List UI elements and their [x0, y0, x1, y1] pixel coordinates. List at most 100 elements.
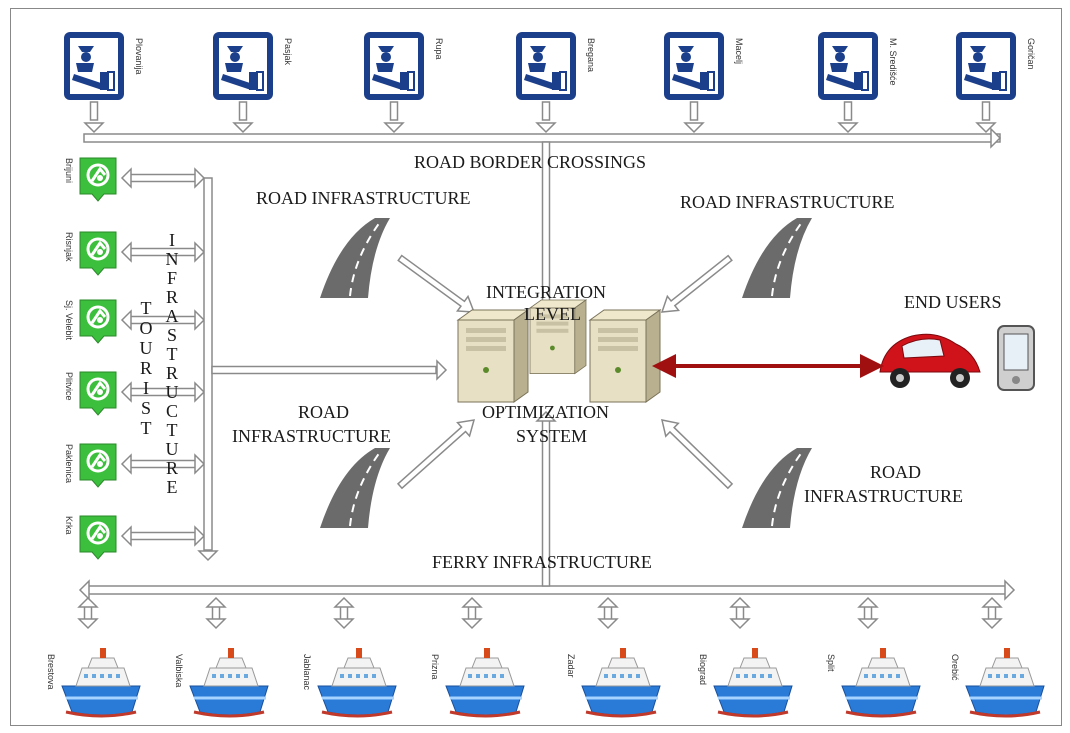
diagram-frame [10, 8, 1062, 726]
tourist-bus-arrowhead [197, 550, 219, 562]
border-drop-arrow [541, 101, 551, 121]
tourist-site-label: Sj. Velebit [64, 300, 74, 341]
vertical-letter: O [140, 318, 153, 338]
label-infrastructure-bottom-right: INFRASTRUCTURE [804, 486, 963, 506]
tourist-pin-icon [78, 442, 118, 489]
tourist-link-arrowhead-left [120, 525, 132, 547]
border-crossing-item: Plovanija [63, 31, 144, 101]
server-icon-right [589, 309, 661, 403]
tourist-site-label: Risnjak [64, 232, 74, 262]
ferry-ship-icon [316, 646, 398, 718]
label-ferry-infrastructure: FERRY INFRASTRUCTURE [432, 552, 652, 572]
car-icon [879, 333, 981, 388]
tourist-link-arrowhead-right [194, 525, 206, 547]
tourist-bus-arrow [203, 177, 213, 551]
tourist-to-center-arrowhead [436, 359, 448, 381]
server-icon-left [457, 309, 529, 403]
ferry-port-item: Split [826, 646, 922, 718]
vertical-letter: R [166, 287, 178, 307]
pda-device-icon [997, 325, 1035, 391]
vertical-letter: I [143, 378, 149, 398]
customs-officer-icon [63, 31, 125, 101]
vertical-letter: C [166, 401, 178, 421]
ferry-port-label: Jablanac [302, 654, 312, 691]
ferry-link-arrowhead-down [857, 618, 879, 630]
border-crossing-label: Pasjak [283, 38, 293, 66]
tourist-site-item: Brijuni [64, 156, 118, 203]
border-drop-arrowhead [535, 122, 557, 134]
tourist-site-label: Paklenica [64, 444, 74, 483]
ferry-bus-arrow [87, 585, 1007, 595]
border-drop-arrow [843, 101, 853, 121]
border-drop-arrowhead [837, 122, 859, 134]
ferry-link-arrowhead-down [981, 618, 1003, 630]
label-level: LEVEL [524, 304, 581, 324]
tourist-pin-icon [78, 370, 118, 417]
tourist-link-arrow [129, 173, 197, 183]
ferry-port-item: Valbiska [174, 646, 270, 718]
ferry-ship-icon [444, 646, 526, 718]
tourist-site-label: Plitvice [64, 372, 74, 401]
ferry-to-center-arrowhead [535, 410, 557, 422]
border-crossing-label: M. Središće [888, 38, 898, 86]
border-drop-arrow [689, 101, 699, 121]
ferry-link-arrowhead-up [729, 596, 751, 608]
ferry-ship-icon [188, 646, 270, 718]
border-crossing-item: Goričan [955, 31, 1036, 101]
tourist-link-arrow [129, 531, 197, 541]
customs-officer-icon [817, 31, 879, 101]
tourist-pin-icon [78, 514, 118, 561]
vertical-letter: E [167, 477, 178, 497]
customs-officer-icon [363, 31, 425, 101]
ferry-link-arrowhead-down [333, 618, 355, 630]
tourist-link-arrow [129, 459, 197, 469]
tourist-site-label: Krka [64, 516, 74, 535]
ferry-port-label: Split [826, 654, 836, 672]
tourist-link-arrowhead-right [194, 167, 206, 189]
road-icon-top-left [319, 217, 391, 299]
ferry-ship-icon [580, 646, 662, 718]
border-crossing-label: Rupa [434, 38, 444, 60]
label-road-top-bottom-left: ROAD [298, 402, 349, 422]
tourist-site-item: Risnjak [64, 230, 118, 277]
vertical-letter: U [166, 382, 179, 402]
tourist-site-item: Paklenica [64, 442, 118, 489]
tourist-link-arrowhead-right [194, 381, 206, 403]
tourist-site-label: Brijuni [64, 158, 74, 183]
border-bus-arrowhead [990, 127, 1002, 149]
border-crossing-item: Pasjak [212, 31, 293, 101]
border-drop-arrowhead [83, 122, 105, 134]
customs-officer-icon [212, 31, 274, 101]
tourist-site-item: Krka [64, 514, 118, 561]
ferry-ship-icon [712, 646, 794, 718]
road-arrow-top-left [397, 254, 476, 313]
vertical-letter: R [140, 358, 152, 378]
ferry-port-item: Biograd [698, 646, 794, 718]
tourist-pin-icon [78, 298, 118, 345]
vertical-letter: S [141, 398, 151, 418]
label-road-infrastructure-top-right: ROAD INFRASTRUCTURE [680, 192, 895, 212]
border-crossing-label: Plovanija [134, 38, 144, 75]
ferry-port-item: Jablanac [302, 646, 398, 718]
ferry-link-arrowhead-up [981, 596, 1003, 608]
border-bus-arrow [83, 133, 1001, 143]
ferry-port-label: Zadar [566, 654, 576, 678]
ferry-port-label: Biograd [698, 654, 708, 685]
tourist-to-center-arrow [211, 365, 437, 375]
label-system: SYSTEM [516, 426, 587, 446]
tourist-link-arrow [129, 387, 197, 397]
tourist-site-item: Sj. Velebit [64, 298, 118, 345]
vertical-letter: R [166, 458, 178, 478]
ferry-bus-arrowhead-right [1004, 579, 1016, 601]
label-road-border-crossings: ROAD BORDER CROSSINGS [414, 152, 646, 172]
ferry-port-label: Brestova [46, 654, 56, 690]
border-drop-arrow [89, 101, 99, 121]
vertical-letter: N [166, 249, 179, 269]
customs-officer-icon [663, 31, 725, 101]
customs-officer-icon [515, 31, 577, 101]
tourist-link-arrowhead-left [120, 241, 132, 263]
ferry-link-arrowhead-down [205, 618, 227, 630]
tourist-link-arrow [129, 247, 197, 257]
